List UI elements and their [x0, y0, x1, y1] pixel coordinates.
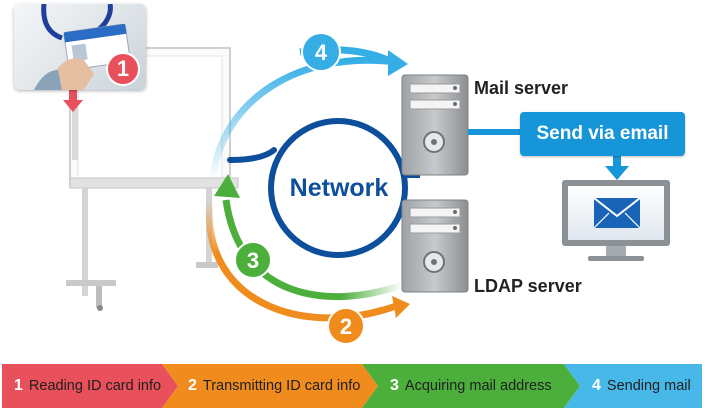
steps-bar: 1 Reading ID card info 2 Transmitting ID…: [2, 364, 702, 408]
ldap-server-label: LDAP server: [474, 276, 582, 296]
step-number: 2: [188, 377, 197, 394]
badge-1: 1: [106, 52, 140, 86]
envelope-icon: [593, 197, 641, 229]
step-label: Transmitting ID card info: [202, 378, 361, 394]
step-label: Sending mail: [606, 378, 691, 394]
step-label: Reading ID card info: [28, 378, 162, 394]
mail-server-label: Mail server: [474, 78, 569, 98]
mail-connector: [468, 129, 522, 135]
read-arrow: [63, 90, 83, 112]
svg-text:3: 3: [247, 248, 259, 273]
network-label: Network: [290, 174, 389, 202]
ldap-server-icon: [401, 199, 469, 293]
step-reading-id: 1 Reading ID card info: [2, 364, 168, 408]
badge-4: 4: [301, 32, 341, 72]
svg-text:2: 2: [340, 314, 352, 339]
mail-server-icon: [401, 74, 469, 176]
step-transmitting-id: 2 Transmitting ID card info: [176, 364, 366, 408]
send-via-email-box: Send via email: [520, 112, 685, 156]
step-number: 4: [592, 377, 601, 394]
send-arrow: [605, 156, 629, 180]
step-acquiring-mail: 3 Acquiring mail address: [378, 364, 568, 408]
badge-2: 2: [327, 307, 365, 345]
step-number: 3: [390, 377, 399, 394]
id-card-photo: 1: [14, 4, 146, 90]
step-number: 1: [14, 377, 23, 394]
badge-3: 3: [234, 241, 272, 279]
step-label: Acquiring mail address: [404, 378, 552, 394]
steps-chevrons: [2, 364, 702, 408]
svg-text:4: 4: [315, 40, 328, 65]
arrow-acquiring-mail: [214, 174, 404, 301]
step-sending-mail: 4 Sending mail: [580, 364, 702, 408]
